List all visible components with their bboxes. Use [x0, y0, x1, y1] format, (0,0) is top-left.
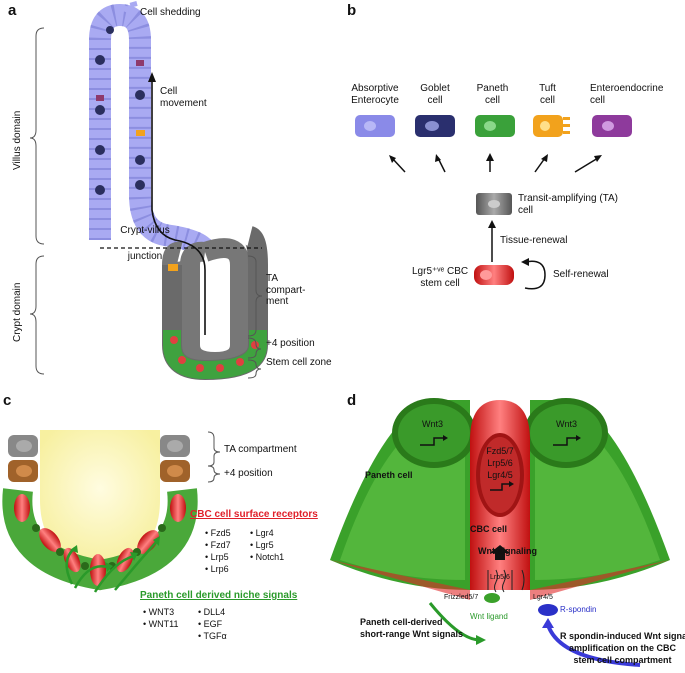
- panel-c-graphic: [2, 430, 221, 593]
- villus-epithelium: [89, 4, 215, 257]
- wnt3-left-label: Wnt3: [422, 419, 444, 429]
- plus4-label-a: +4 position: [266, 338, 315, 349]
- wnt3-right-label: Wnt3: [556, 419, 578, 429]
- crypt-domain-label: Crypt domain: [12, 282, 23, 342]
- receptors-col2: • Lgr4• Lgr5• Notch1: [250, 528, 285, 562]
- self-renewal-label: Self-renewal: [553, 269, 609, 280]
- villus-domain-label: Villus domain: [12, 110, 23, 170]
- lrp-label: Lrp5/6: [490, 574, 510, 581]
- signals-col1: • WNT3• WNT11: [143, 607, 179, 629]
- panel-a-label: a: [8, 2, 17, 19]
- signals-title: Paneth cell derived niche signals: [140, 590, 298, 601]
- stem-cell-icon: [474, 265, 514, 285]
- panel-a-graphic: [29, 1, 268, 381]
- cell-shedding-label: Cell shedding: [140, 7, 201, 18]
- rspondin-label: R-spondin: [560, 605, 597, 614]
- signals-col2: • DLL4• EGF• TGFα: [198, 607, 227, 641]
- panel-d-graphic: [330, 398, 670, 667]
- ta-cell-label: Transit-amplifying (TA)cell: [518, 193, 619, 216]
- junction-label-2: junction: [127, 251, 163, 262]
- ta-compartment-label-c: TA compartment: [224, 444, 297, 455]
- wnt-signaling-label: Wnt signaling: [478, 546, 537, 556]
- panel-b-graphic: [355, 115, 632, 290]
- stem-zone-label: Stem cell zone: [266, 357, 332, 368]
- panel-c-label: c: [3, 392, 12, 409]
- lgr-label: Lgr4/5: [533, 594, 553, 601]
- receptors-col1: • Fzd5• Fzd7• Lrp5• Lrp6: [205, 528, 231, 574]
- junction-label: Crypt-villus: [120, 225, 170, 236]
- plus4-label-c: +4 position: [224, 468, 273, 479]
- tissue-renewal-label: Tissue-renewal: [500, 235, 568, 246]
- frizzled-label: Frizzled5/7: [444, 594, 479, 601]
- cbc-cell-label: CBC cell: [470, 524, 508, 534]
- receptors-title: CBC cell surface receptors: [190, 509, 318, 520]
- panel-b-label: b: [347, 2, 357, 19]
- paneth-cell-label: Paneth cell: [365, 470, 413, 480]
- panel-d-label: d: [347, 392, 357, 409]
- cell-type-icons: [355, 115, 632, 137]
- wnt-ligand-label: Wnt ligand: [470, 612, 508, 621]
